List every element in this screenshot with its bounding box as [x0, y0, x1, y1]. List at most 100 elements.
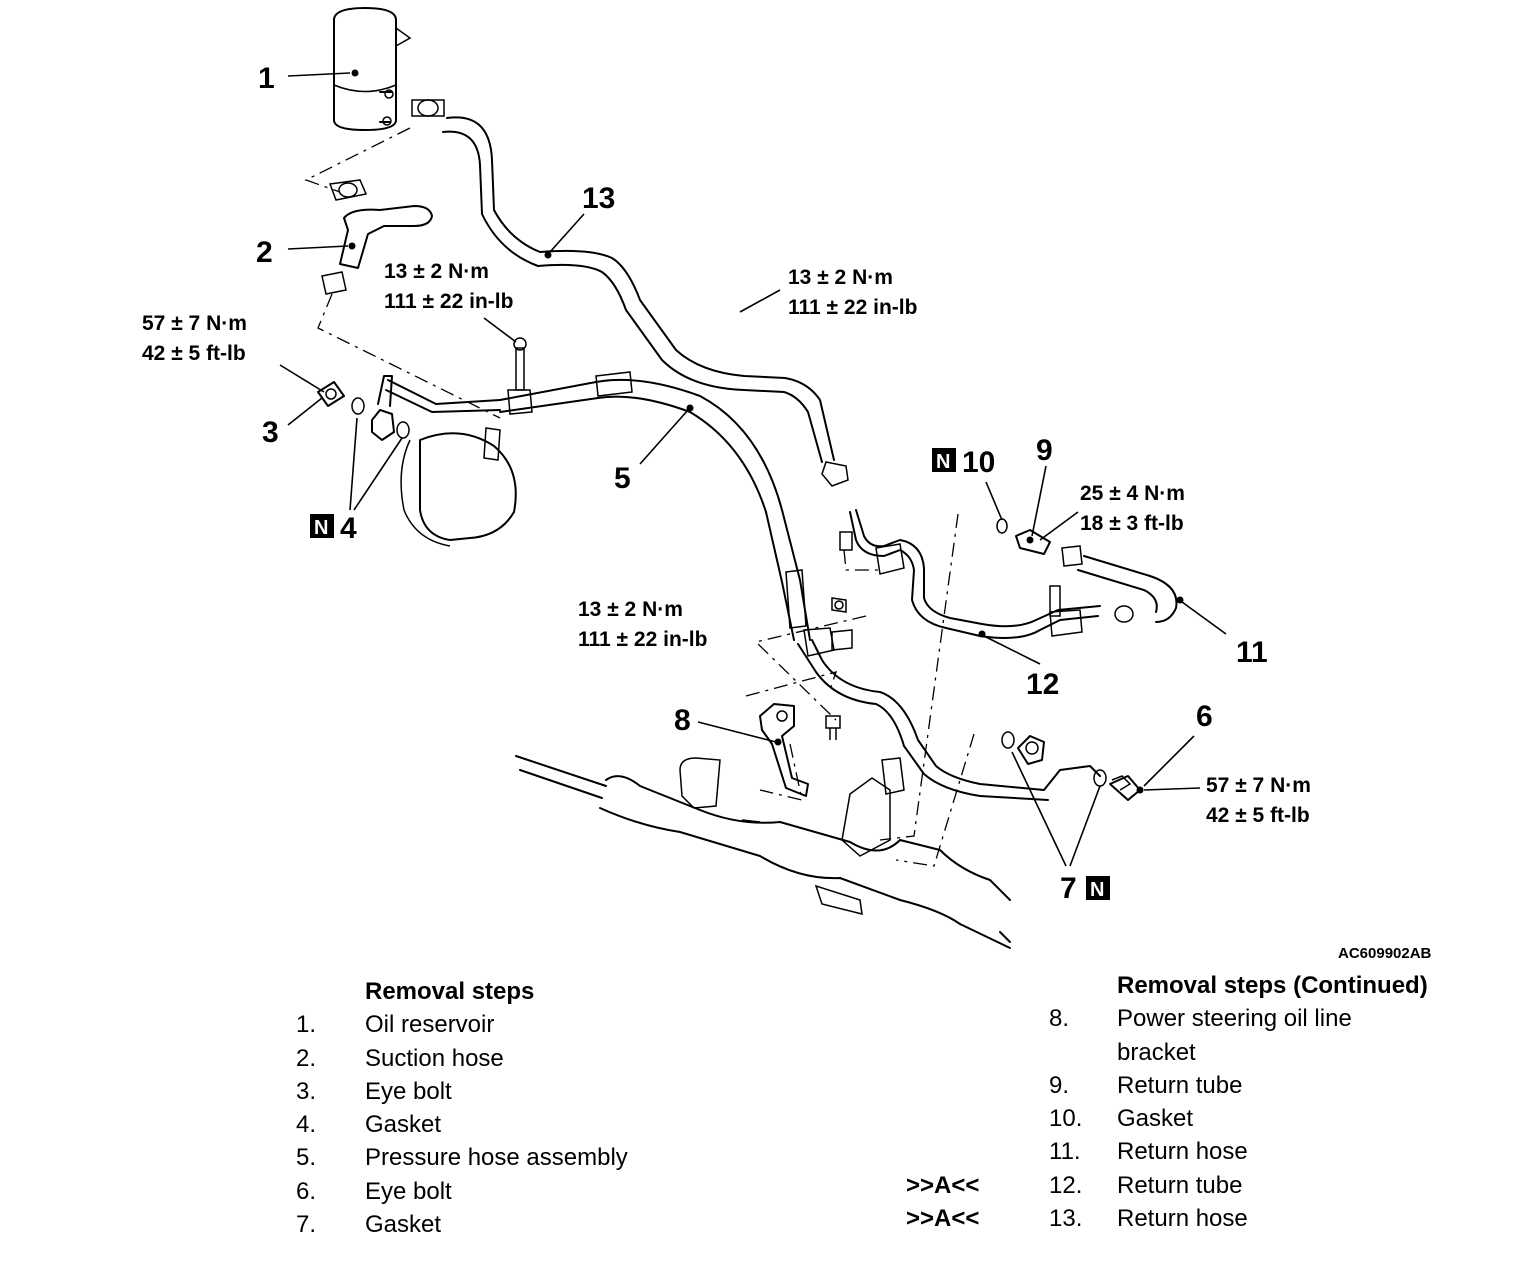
- n-badge-7-text: N: [1090, 879, 1104, 901]
- removal-steps-continued-heading: Removal steps (Continued): [1117, 972, 1428, 999]
- gaskets-4: [351, 397, 410, 439]
- removal-steps-right: Removal steps (Continued) 8. Power steeri…: [906, 969, 1506, 1235]
- step-label: Eye bolt: [365, 1177, 452, 1205]
- n-badge-7: [1086, 876, 1110, 900]
- n-badge-10: [932, 448, 956, 472]
- step-row: bracket: [906, 1036, 1506, 1069]
- oil-line-bracket: [759, 703, 809, 797]
- clamp: [831, 629, 853, 651]
- callout-11: 11: [1236, 636, 1268, 669]
- return-hose-11: [1061, 545, 1184, 623]
- step-label: Return tube: [1117, 1171, 1243, 1199]
- step-row: >>A<< 13. Return hose: [906, 1202, 1506, 1235]
- step-row: 3. Eye bolt: [296, 1075, 716, 1108]
- step-label: Gasket: [365, 1111, 442, 1139]
- callout-1: 1: [258, 62, 275, 95]
- step-number: 8.: [1049, 1005, 1070, 1033]
- assembly-line-8: [895, 733, 975, 867]
- step-number: 12.: [1049, 1171, 1083, 1199]
- torque-spec-inlb: 111 ± 22 in-lb: [788, 296, 917, 319]
- exploded-parts-diagram: 1 2 3 N 4 5 6 7 N 8 9 N 10 11 12 13 13 ±…: [142, 7, 1432, 960]
- torque-spec-ftlb: 18 ± 3 ft-lb: [1080, 512, 1184, 535]
- step-label: Pressure hose assembly: [365, 1144, 628, 1172]
- pressure-hose-fitting: [371, 375, 501, 441]
- torque-spec-nm: 13 ± 2 N·m: [578, 598, 683, 621]
- step-number: 11.: [1049, 1138, 1081, 1166]
- step-row: >>A<< 12. Return tube: [906, 1169, 1506, 1202]
- callout-7: 7: [1060, 872, 1077, 905]
- n-badge-4: [310, 514, 334, 538]
- assembly-line-3: [754, 615, 867, 721]
- assembly-line-6: [843, 549, 884, 571]
- clamp-bolt-2: [825, 715, 841, 740]
- suction-hose: [321, 179, 433, 295]
- torque-spec-inlb: 111 ± 22 in-lb: [384, 290, 513, 313]
- removal-steps-left: Removal steps 1.Oil reservoir 2. Suction …: [296, 975, 716, 1241]
- callout-6: 6: [1196, 700, 1213, 733]
- eye-bolt-6: [1109, 775, 1144, 801]
- procedure-mark: >>A<<: [906, 1171, 980, 1199]
- step-row: 4. Gasket: [296, 1108, 716, 1141]
- callout-13: 13: [582, 182, 615, 215]
- leader-lines: [279, 72, 1227, 867]
- oil-pump: [400, 427, 517, 547]
- step-row: 5. Pressure hose assembly: [296, 1141, 716, 1174]
- step-row: 2. Suction hose: [296, 1042, 716, 1075]
- torque-spec-nm: 13 ± 2 N·m: [384, 260, 489, 283]
- torque-spec-ftlb: 42 ± 5 ft-lb: [1206, 804, 1310, 827]
- step-number: 13.: [1049, 1205, 1083, 1233]
- step-row: 10. Gasket: [906, 1102, 1506, 1135]
- step-label: bracket: [1117, 1038, 1196, 1066]
- assembly-line-1: [304, 127, 411, 193]
- assembly-line-7: [879, 513, 959, 841]
- assembly-line-4: [745, 671, 837, 697]
- step-number: 5.: [296, 1144, 317, 1172]
- step-label: Eye bolt: [365, 1077, 452, 1105]
- return-tube-12: [839, 509, 1101, 639]
- torque-spec-nm: 57 ± 7 N·m: [1206, 774, 1311, 797]
- eye-bolt-3: [317, 381, 345, 407]
- step-number: 7.: [296, 1211, 317, 1239]
- step-number: 10.: [1049, 1105, 1083, 1133]
- n-badge-4-text: N: [314, 517, 328, 539]
- callout-8: 8: [674, 704, 691, 737]
- step-label: Return hose: [1117, 1138, 1248, 1166]
- step-row: 8. Power steering oil line: [906, 1002, 1506, 1035]
- step-label: Gasket: [1117, 1105, 1194, 1133]
- assembly-line-2: [317, 293, 501, 419]
- callout-5: 5: [614, 462, 631, 495]
- step-number: 1.: [296, 1011, 317, 1039]
- callout-3: 3: [262, 416, 279, 449]
- clamp-bolt-1: [831, 597, 847, 613]
- oil-reservoir: [333, 7, 412, 131]
- callout-9: 9: [1036, 434, 1053, 467]
- torque-spec-nm: 25 ± 4 N·m: [1080, 482, 1185, 505]
- step-number: 4.: [296, 1111, 317, 1139]
- step-label: Return hose: [1117, 1205, 1248, 1233]
- step-row: 1.Oil reservoir: [296, 1008, 716, 1041]
- step-row: 6.Eye bolt: [296, 1175, 716, 1208]
- n-badge-10-text: N: [936, 451, 950, 473]
- removal-steps-heading: Removal steps: [365, 978, 535, 1005]
- step-row: 9.Return tube: [906, 1069, 1506, 1102]
- step-row: 7. Gasket: [296, 1208, 716, 1241]
- step-number: 3.: [296, 1077, 317, 1105]
- steering-gear: [515, 755, 1011, 949]
- callout-10: 10: [962, 446, 995, 479]
- return-hose-13: [411, 99, 849, 487]
- callout-12: 12: [1026, 668, 1059, 701]
- step-label: Return tube: [1117, 1071, 1243, 1099]
- step-row: 11. Return hose: [906, 1135, 1506, 1168]
- return-tube-9: [1015, 529, 1051, 555]
- callout-4: 4: [340, 512, 357, 545]
- step-number: 2.: [296, 1044, 317, 1072]
- callout-2: 2: [256, 236, 273, 269]
- procedure-mark: >>A<<: [906, 1205, 980, 1233]
- figure-code: AC609902AB: [1338, 945, 1432, 960]
- step-label: Power steering oil line: [1117, 1005, 1352, 1033]
- step-label: Gasket: [365, 1211, 442, 1239]
- step-label: Suction hose: [365, 1044, 504, 1072]
- torque-spec-nm: 13 ± 2 N·m: [788, 266, 893, 289]
- torque-spec-ftlb: 42 ± 5 ft-lb: [142, 342, 246, 365]
- torque-spec-nm: 57 ± 7 N·m: [142, 312, 247, 335]
